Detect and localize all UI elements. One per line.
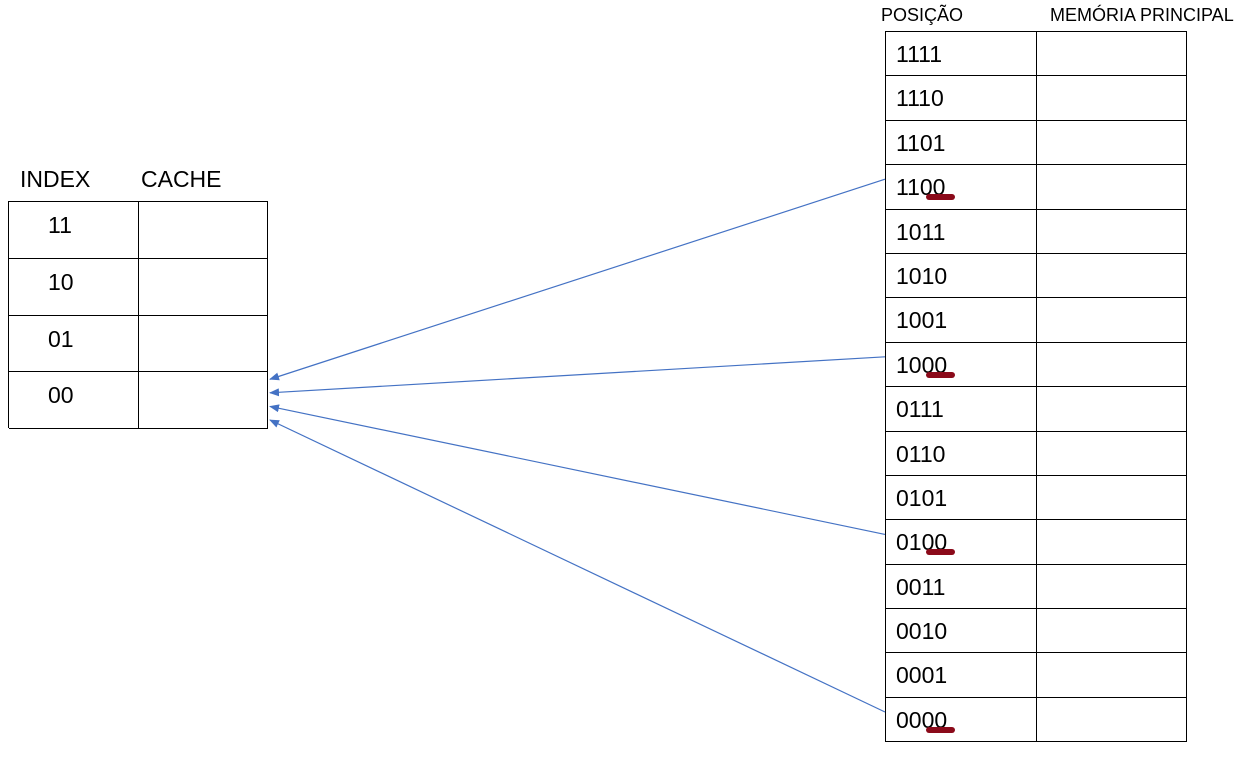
cache-row: 00 <box>9 372 268 429</box>
memory-address-cell: 1110 <box>886 76 1037 121</box>
memory-address-cell: 1111 <box>886 32 1037 77</box>
memory-row: 1001 <box>886 298 1187 343</box>
memory-data-cell <box>1037 475 1187 521</box>
memory-address-cell: 0111 <box>886 387 1037 432</box>
memory-address: 0001 <box>896 662 948 689</box>
memory-data-cell <box>1037 32 1187 77</box>
memory-row: 0100 <box>886 520 1187 565</box>
cache-data-cell <box>138 258 268 316</box>
memory-table: 1111 1110 1101 1100 1011 1010 1001 1000 0111 0110… <box>885 31 1187 743</box>
memory-row: 0000 <box>886 697 1187 743</box>
index-header: INDEX <box>20 166 91 192</box>
memory-address: 0010 <box>896 618 948 645</box>
cache-row: 01 <box>9 315 268 373</box>
memory-data-cell <box>1037 120 1187 166</box>
memory-row: 1011 <box>886 209 1187 254</box>
cache-index-cell: 01 <box>9 315 139 373</box>
memory-row: 0101 <box>886 475 1187 521</box>
index-bits-highlight <box>926 194 955 201</box>
memory-data-cell <box>1037 609 1187 654</box>
memory-row: 0111 <box>886 387 1187 432</box>
memory-row: 1110 <box>886 76 1187 121</box>
memory-data-cell <box>1037 209 1187 254</box>
memory-address: 1011 <box>896 218 946 245</box>
cache-table: 11 10 01 00 <box>8 201 268 429</box>
memory-data-cell <box>1037 520 1187 565</box>
memory-address: 1001 <box>896 307 948 334</box>
memory-address-cell: 1011 <box>886 209 1037 254</box>
memory-address-cell: 1100 <box>886 165 1037 210</box>
memory-data-cell <box>1037 342 1187 388</box>
cache-row: 10 <box>9 258 268 316</box>
memory-data-cell <box>1037 76 1187 121</box>
memory-address: 1101 <box>896 129 946 156</box>
cache-data-cell <box>138 202 268 259</box>
mapping-arrow <box>269 178 886 381</box>
memory-row: 0010 <box>886 609 1187 654</box>
cache-index-cell: 11 <box>9 202 139 259</box>
memory-address-cell: 1101 <box>886 120 1037 166</box>
memory-address-cell: 0001 <box>886 653 1037 698</box>
mapping-arrow <box>269 404 886 535</box>
cache-index-cell: 10 <box>9 258 139 316</box>
index-bits-highlight <box>926 726 955 733</box>
memory-data-cell <box>1037 653 1187 698</box>
index-bits-highlight <box>926 371 955 378</box>
memory-address: 0101 <box>896 484 948 511</box>
memory-data-cell <box>1037 431 1187 476</box>
memory-row: 1111 <box>886 32 1187 77</box>
memory-address-cell: 0011 <box>886 564 1037 610</box>
memory-address: 0110 <box>896 440 946 467</box>
mapping-arrow <box>269 356 886 397</box>
memory-address-cell: 0000 <box>886 697 1037 743</box>
position-header: POSIÇÃO <box>881 5 964 25</box>
memory-row: 1100 <box>886 165 1187 210</box>
cache-data-cell <box>138 372 268 429</box>
memory-address-cell: 1001 <box>886 298 1037 343</box>
memory-row: 1101 <box>886 120 1187 166</box>
memory-row: 1000 <box>886 342 1187 388</box>
memory-address-cell: 1000 <box>886 342 1037 388</box>
cache-index-cell: 00 <box>9 372 139 429</box>
memory-address-cell: 0010 <box>886 609 1037 654</box>
memory-address: 0111 <box>896 396 944 423</box>
memory-data-cell <box>1037 165 1187 210</box>
memory-data-cell <box>1037 253 1187 299</box>
memory-row: 0011 <box>886 564 1187 610</box>
memory-address-cell: 0101 <box>886 475 1037 521</box>
memory-row: 0110 <box>886 431 1187 476</box>
memory-data-cell <box>1037 564 1187 610</box>
index-bits-highlight <box>926 549 955 556</box>
memory-address: 1110 <box>896 85 944 112</box>
memory-address-cell: 0100 <box>886 520 1037 565</box>
memory-data-cell <box>1037 298 1187 343</box>
memory-row: 1010 <box>886 253 1187 299</box>
memory-address-cell: 1010 <box>886 253 1037 299</box>
memory-address: 1111 <box>896 41 943 67</box>
memory-data-cell <box>1037 387 1187 432</box>
memory-header: MEMÓRIA PRINCIPAL <box>1050 5 1234 25</box>
mapping-arrow <box>269 419 886 713</box>
cache-data-cell <box>138 315 268 373</box>
cache-row: 11 <box>9 202 268 259</box>
memory-address: 1010 <box>896 262 948 289</box>
memory-data-cell <box>1037 697 1187 743</box>
memory-row: 0001 <box>886 653 1187 698</box>
cache-header: CACHE <box>141 166 222 192</box>
memory-address: 0011 <box>896 573 946 600</box>
memory-address-cell: 0110 <box>886 431 1037 476</box>
